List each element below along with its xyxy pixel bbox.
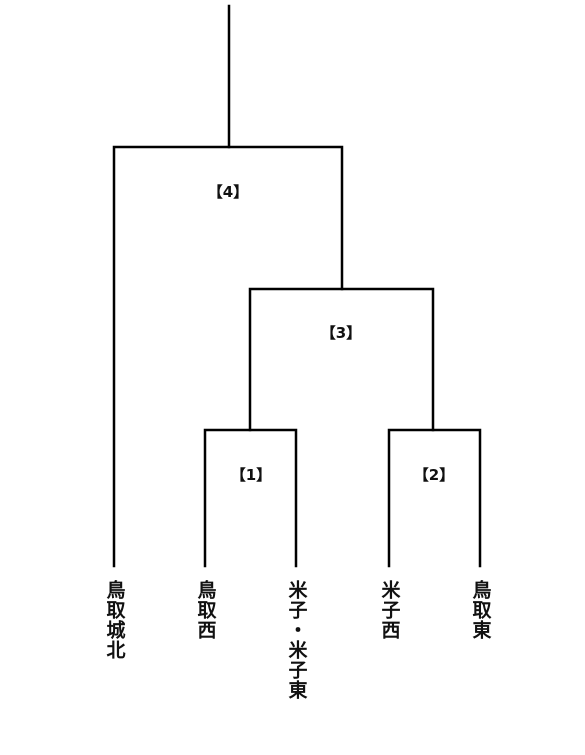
bracket-line-match-1 bbox=[203, 428, 298, 568]
bracket-line-match-4 bbox=[112, 145, 344, 568]
match-label-3: 【3】 bbox=[320, 324, 362, 342]
team-name-yonago-yonago-higashi: 米子・米子東 bbox=[285, 580, 308, 700]
bracket-line-match-2 bbox=[387, 428, 482, 568]
team-name-tottori-nishi: 鳥取西 bbox=[194, 580, 217, 640]
bracket-line-match-3 bbox=[248, 287, 435, 432]
team-name-tottori-higashi: 鳥取東 bbox=[469, 580, 492, 640]
match-label-2: 【2】 bbox=[413, 466, 455, 484]
team-name-yonago-nishi: 米子西 bbox=[378, 580, 401, 640]
match-label-4: 【4】 bbox=[207, 183, 249, 201]
team-name-tottori-johoku: 鳥取城北 bbox=[103, 580, 126, 660]
match-label-1: 【1】 bbox=[230, 466, 272, 484]
